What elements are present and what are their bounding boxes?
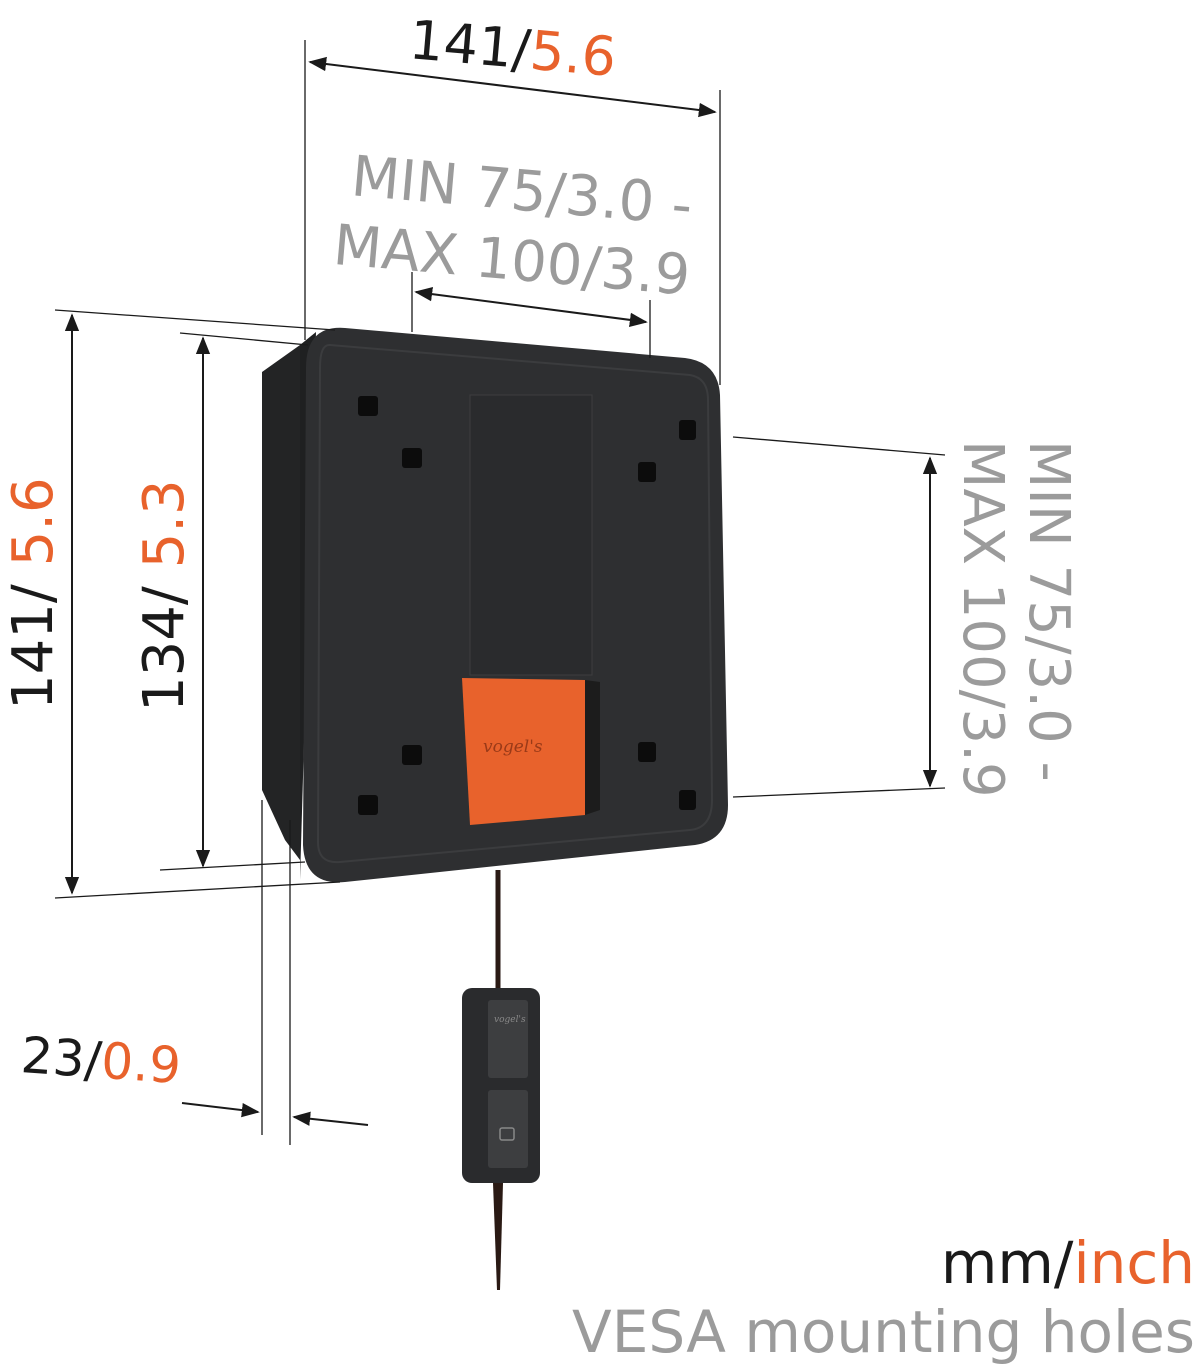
units-legend: mm/inch [941, 1229, 1195, 1297]
vogels-logo: vogel's [483, 737, 543, 757]
svg-text:MIN 75/3.0 -: MIN 75/3.0 - [1016, 440, 1081, 782]
pull-cord: vogel's [462, 870, 540, 1290]
vesa-horizontal-label: MIN 75/3.0 - MAX 100/3.9 [331, 144, 695, 309]
inner-height-label: 134/ 5.3 [132, 479, 197, 712]
legend-subtitle: VESA mounting holes [572, 1298, 1195, 1365]
vesa-hole-icons [358, 396, 696, 815]
top-width-label: 141/5.6 [407, 8, 619, 89]
handle-logo: vogel's [494, 1015, 526, 1025]
svg-text:MAX 100/3.9: MAX 100/3.9 [950, 440, 1015, 798]
unlock-icon [499, 1127, 515, 1141]
mounting-plate: vogel's [262, 327, 728, 883]
depth-label: 23/0.9 [19, 1026, 183, 1095]
outer-height-label: 141/ 5.6 [1, 477, 66, 710]
vesa-vertical-label: MIN 75/3.0 - MAX 100/3.9 [950, 440, 1081, 798]
release-tab: vogel's [462, 678, 600, 825]
dimension-lines [54, 40, 946, 1145]
